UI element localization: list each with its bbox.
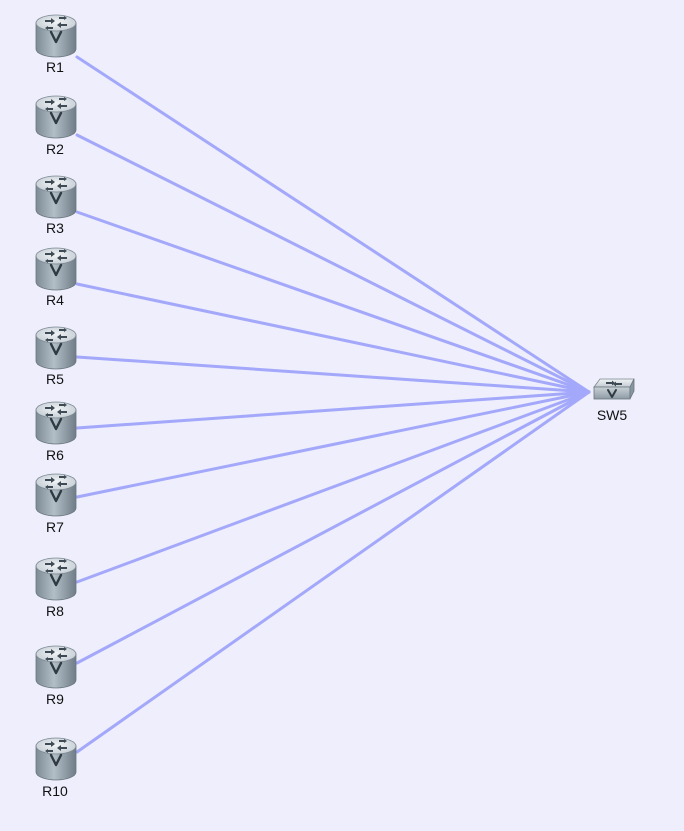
router-node-r2[interactable]: R2 <box>35 95 77 157</box>
link-r5-sw5[interactable] <box>75 355 591 394</box>
router-label: R3 <box>46 220 64 236</box>
link-r9-sw5[interactable] <box>75 390 591 665</box>
router-label: R1 <box>46 59 64 75</box>
switch-icon <box>593 378 635 400</box>
router-node-r10[interactable]: R10 <box>35 737 77 799</box>
router-node-r1[interactable]: R1 <box>35 14 77 75</box>
router-icon <box>35 14 77 58</box>
switch-label: SW5 <box>597 407 628 423</box>
links-layer <box>75 55 591 754</box>
router-node-r9[interactable]: R9 <box>35 645 77 707</box>
router-icon <box>35 645 77 689</box>
router-icon <box>35 247 77 291</box>
router-icon <box>35 737 77 781</box>
router-label: R6 <box>46 447 64 463</box>
link-r1-sw5[interactable] <box>75 55 591 394</box>
router-node-r8[interactable]: R8 <box>35 557 77 619</box>
router-label: R8 <box>46 603 64 619</box>
router-label: R4 <box>46 292 64 308</box>
switch-node-sw5[interactable]: SW5 <box>593 378 635 423</box>
router-icon <box>35 473 77 517</box>
link-r2-sw5[interactable] <box>75 133 591 394</box>
router-label: R2 <box>46 141 64 157</box>
link-r3-sw5[interactable] <box>75 210 591 394</box>
link-r10-sw5[interactable] <box>75 390 591 754</box>
link-r6-sw5[interactable] <box>75 390 591 430</box>
router-label: R7 <box>46 519 64 535</box>
router-node-r6[interactable]: R6 <box>35 401 77 463</box>
router-label: R10 <box>42 783 68 799</box>
router-label: R9 <box>46 691 64 707</box>
router-icon <box>35 326 77 370</box>
router-node-r5[interactable]: R5 <box>35 326 77 387</box>
router-icon <box>35 95 77 139</box>
router-node-r4[interactable]: R4 <box>35 247 77 308</box>
router-icon <box>35 175 77 219</box>
router-label: R5 <box>46 371 64 387</box>
link-r8-sw5[interactable] <box>75 390 591 584</box>
router-node-r3[interactable]: R3 <box>35 175 77 236</box>
router-icon <box>35 401 77 445</box>
router-icon <box>35 557 77 601</box>
link-r7-sw5[interactable] <box>75 390 591 499</box>
router-node-r7[interactable]: R7 <box>35 473 77 535</box>
link-r4-sw5[interactable] <box>75 282 591 394</box>
